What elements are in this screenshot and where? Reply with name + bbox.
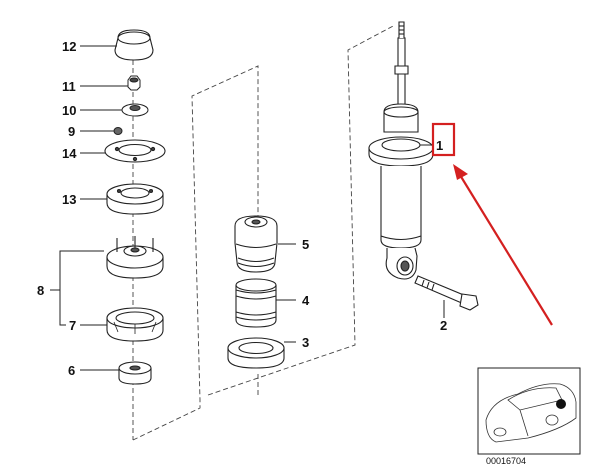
part-1-shock-absorber — [368, 21, 434, 280]
part-8-strut-mount — [106, 236, 164, 279]
callout-11: 11 — [62, 79, 76, 94]
callout-2: 2 — [440, 318, 447, 333]
highlight-arrow-shaft — [459, 174, 553, 326]
callout-labels: 12 11 10 9 14 13 8 7 6 5 4 3 1 2 — [37, 39, 447, 378]
leader-lines — [50, 45, 445, 371]
part-7-lower-ring — [106, 307, 164, 342]
inset-part-id: 00016704 — [486, 456, 526, 466]
callout-10: 10 — [62, 103, 76, 118]
highlight-box — [431, 122, 456, 157]
highlight-annotation — [431, 122, 553, 326]
part-14-gasket — [104, 139, 166, 163]
part-4-protection-tube — [235, 278, 277, 328]
callout-12: 12 — [62, 39, 76, 54]
highlight-arrow-head — [453, 164, 468, 180]
callout-6: 6 — [68, 363, 75, 378]
part-9-small-nut — [113, 127, 123, 135]
car-outline — [485, 383, 577, 443]
callout-5: 5 — [302, 237, 309, 252]
inset-car-locator: 00016704 — [477, 367, 581, 466]
part-6-cap — [118, 361, 152, 385]
part-5-bump-stop — [234, 215, 278, 273]
part-12-dust-cap — [114, 29, 154, 61]
callout-9: 9 — [68, 124, 75, 139]
part-13-spacer — [106, 183, 164, 215]
callout-3: 3 — [302, 335, 309, 350]
location-marker — [556, 399, 566, 409]
callout-8: 8 — [37, 283, 44, 298]
callout-7: 7 — [69, 318, 76, 333]
part-3-lower-seat — [227, 337, 285, 369]
part-11-nut — [127, 75, 141, 91]
part-2-bolt — [414, 275, 479, 311]
callout-4: 4 — [302, 293, 310, 308]
callout-1: 1 — [436, 138, 443, 153]
callout-13: 13 — [62, 192, 76, 207]
callout-14: 14 — [62, 146, 77, 161]
part-10-washer — [121, 103, 149, 117]
